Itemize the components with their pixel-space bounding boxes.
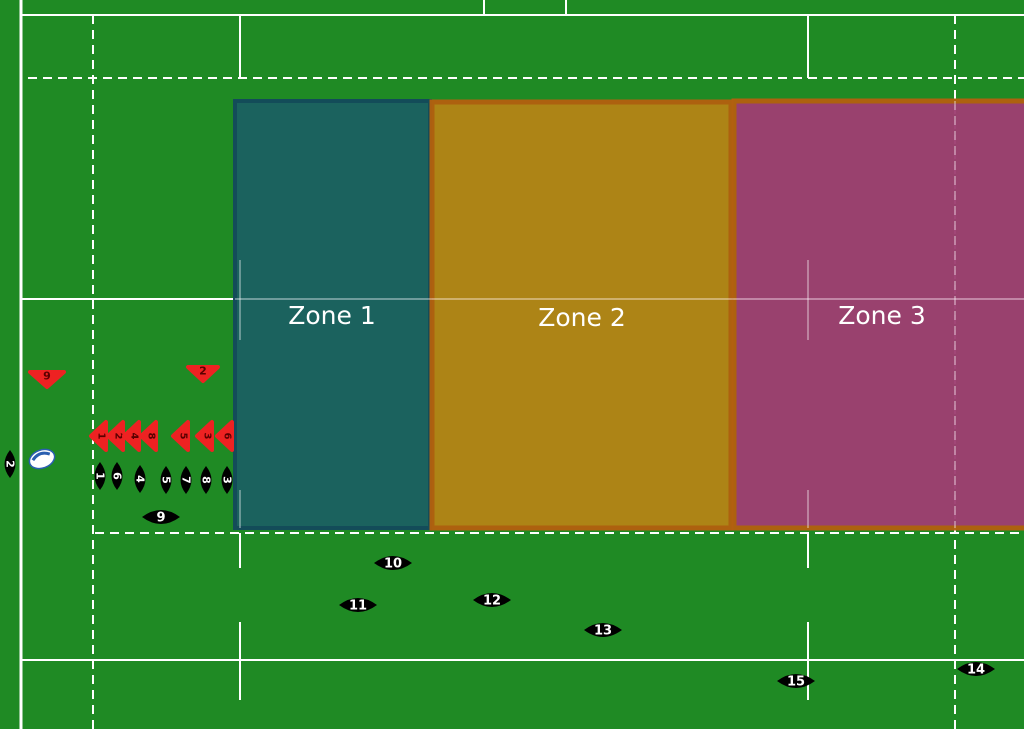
defence-player-9: 9 <box>28 370 66 389</box>
rugby-ball-icon <box>28 448 56 470</box>
attack-player-12-number: 12 <box>483 594 501 609</box>
attack-player-12: 12 <box>473 593 511 609</box>
attack-player-2-number: 2 <box>4 460 17 468</box>
defence-player-4: 4 <box>122 420 141 452</box>
defence-player-4-number: 4 <box>129 433 140 440</box>
attack-player-8: 8 <box>200 466 213 494</box>
attack-player-13-number: 13 <box>594 624 612 639</box>
attack-player-14: 14 <box>957 662 995 678</box>
defence-player-2b-number: 2 <box>113 433 124 440</box>
attack-player-1: 1 <box>94 462 107 490</box>
zone-1-label: Zone 1 <box>288 301 376 330</box>
defence-player-6-number: 6 <box>222 433 233 440</box>
zone-3-label: Zone 3 <box>838 301 926 330</box>
attack-player-9-number: 9 <box>156 511 165 526</box>
attack-player-2: 2 <box>4 450 17 478</box>
attack-player-4-number: 4 <box>134 475 147 483</box>
defence-player-3-number: 3 <box>202 433 213 440</box>
defence-player-8-number: 8 <box>146 433 157 440</box>
attack-player-7-number: 7 <box>180 476 193 484</box>
attack-player-6: 6 <box>111 462 124 490</box>
attack-player-7: 7 <box>180 466 193 494</box>
zone-3 <box>731 98 1024 531</box>
zones: Zone 1 Zone 2 Zone 3 <box>233 98 1024 531</box>
attack-player-14-number: 14 <box>967 663 985 678</box>
defence-player-2-number: 2 <box>199 365 207 378</box>
defence-player-3: 3 <box>195 420 214 452</box>
defence-player-8: 8 <box>139 420 158 452</box>
attack-player-11: 11 <box>339 598 377 614</box>
attack-player-15-number: 15 <box>787 675 805 690</box>
defence-team: 9 2 1 2 4 8 5 3 <box>28 365 234 452</box>
zone-2 <box>429 99 734 531</box>
attack-player-11-number: 11 <box>349 599 367 614</box>
attack-player-3: 3 <box>221 466 234 494</box>
attack-player-1-number: 1 <box>94 472 107 480</box>
attack-player-4: 4 <box>134 465 147 493</box>
attack-player-9: 9 <box>142 510 180 526</box>
attack-player-10: 10 <box>374 556 412 572</box>
attack-player-6-number: 6 <box>111 472 124 480</box>
attack-player-8-number: 8 <box>200 476 213 484</box>
defence-player-5: 5 <box>171 420 190 452</box>
defence-player-5-number: 5 <box>178 433 189 440</box>
defence-player-9-number: 9 <box>43 370 51 383</box>
attack-player-5: 5 <box>160 466 173 494</box>
attack-team: 2 1 6 4 5 7 8 3 <box>4 450 995 690</box>
zone-2-label: Zone 2 <box>538 303 626 332</box>
attack-player-15: 15 <box>777 674 815 690</box>
defence-player-1-number: 1 <box>96 433 107 440</box>
zone-1 <box>233 99 432 530</box>
attack-player-10-number: 10 <box>384 557 402 572</box>
defence-player-6: 6 <box>215 420 234 452</box>
attack-player-5-number: 5 <box>160 476 173 484</box>
attack-player-13: 13 <box>584 623 622 639</box>
defence-player-2: 2 <box>186 365 220 383</box>
defence-player-1: 1 <box>89 420 108 452</box>
attack-player-3-number: 3 <box>221 476 234 484</box>
